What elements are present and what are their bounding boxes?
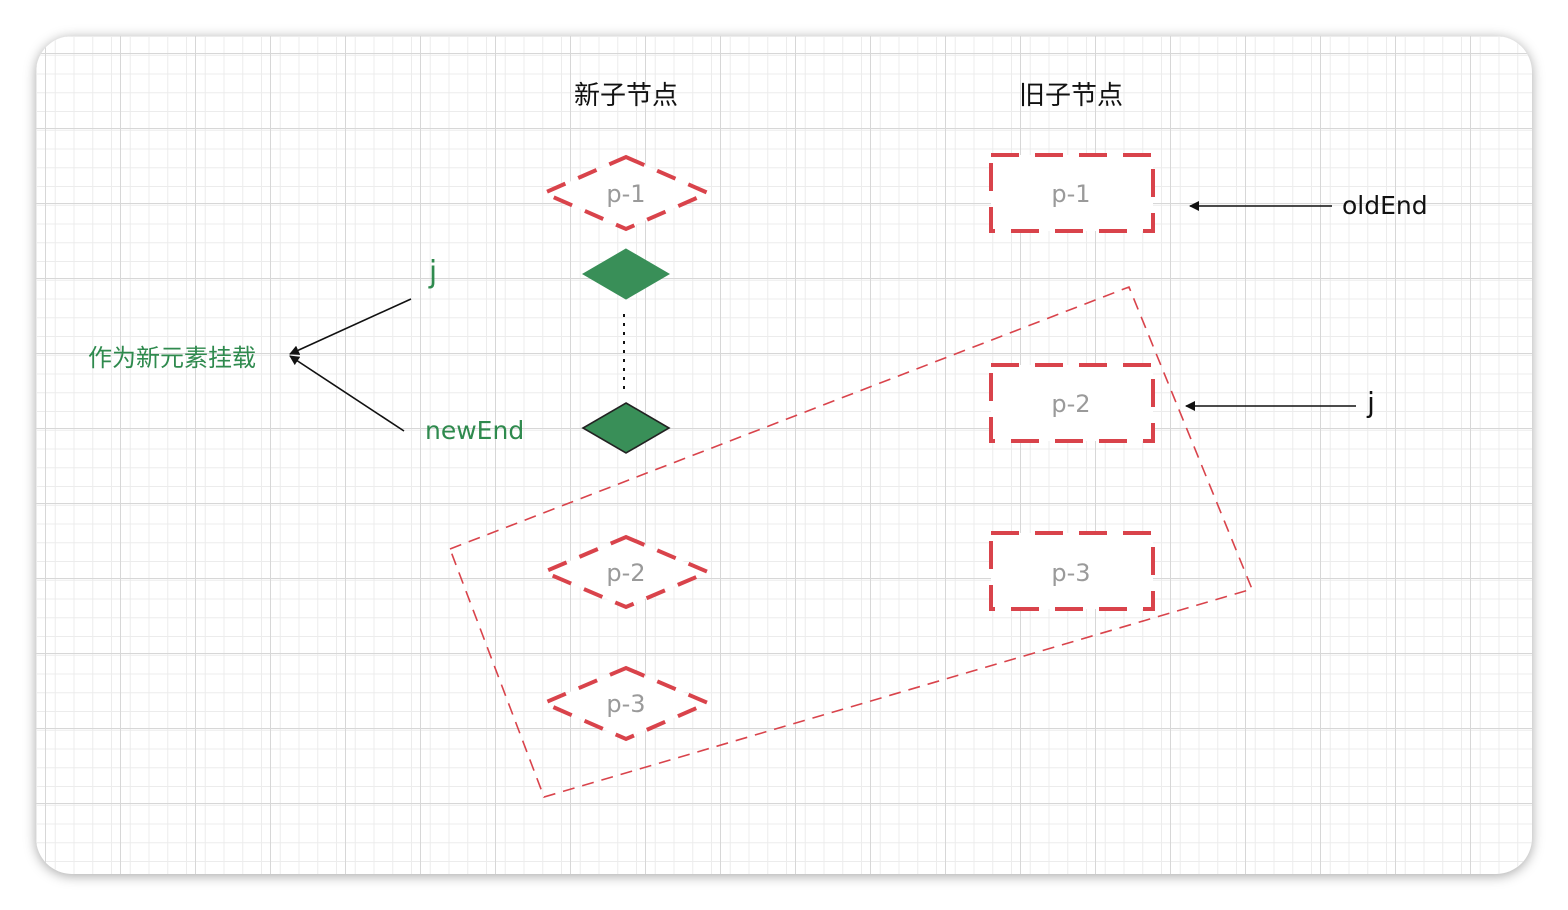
j-old-label: j (1366, 386, 1375, 419)
new-node-p3: p-3 (538, 665, 714, 742)
new-node-p3-label: p-3 (606, 690, 645, 718)
new-node-filled-top (582, 248, 670, 300)
new-node-p1-label: p-1 (606, 180, 645, 208)
dashed-selection-box (448, 285, 1254, 798)
old-node-p3-label: p-3 (1051, 559, 1090, 587)
new-node-p2-label: p-2 (606, 559, 645, 587)
j-new-label: j (428, 255, 437, 290)
old-children-title: 旧子节点 (1019, 81, 1123, 111)
old-end-label: oldEnd (1342, 191, 1428, 220)
new-node-filled-bottom (581, 402, 671, 454)
old-node-p1: p-1 (989, 153, 1155, 233)
arrow-newend-to-mount (289, 355, 405, 432)
mount-as-new-label: 作为新元素挂载 (88, 344, 256, 372)
new-end-label: newEnd (425, 416, 524, 445)
old-node-p2-label: p-2 (1051, 390, 1090, 418)
old-node-p3: p-3 (989, 531, 1155, 611)
new-node-p1: p-1 (539, 154, 713, 232)
canvas-card (36, 36, 1532, 874)
arrow-j-to-mount (289, 298, 412, 355)
old-node-p1-label: p-1 (1051, 180, 1090, 208)
new-children-title: 新子节点 (574, 81, 678, 111)
new-node-p2: p-2 (538, 534, 714, 610)
old-node-p2: p-2 (989, 363, 1155, 443)
grid-major (36, 36, 1532, 874)
